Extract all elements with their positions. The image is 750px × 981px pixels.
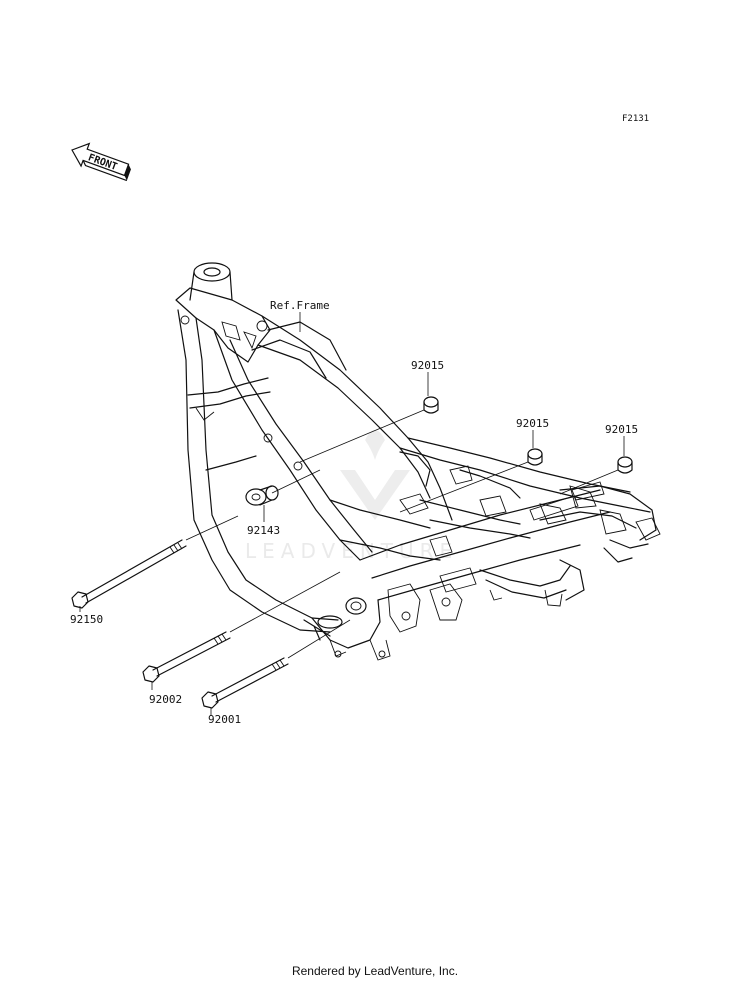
watermark-logo: LEADVENTURE <box>245 430 458 563</box>
callout-92015-mid: 92015 <box>516 417 549 430</box>
watermark-text: LEADVENTURE <box>245 539 458 563</box>
callout-92150: 92150 <box>70 613 103 626</box>
callout-92015-top: 92015 <box>411 359 444 372</box>
callout-92001: 92001 <box>208 713 241 726</box>
collar-92143 <box>245 485 279 506</box>
figure-code: F2131 <box>622 114 649 124</box>
bolt-92001 <box>201 657 289 709</box>
nut-92015-mid <box>527 448 543 466</box>
callout-92002: 92002 <box>149 693 182 706</box>
callout-92015-right: 92015 <box>605 423 638 436</box>
motorcycle-frame <box>175 262 661 661</box>
footer-credit: Rendered by LeadVenture, Inc. <box>291 964 459 978</box>
nut-92015-top <box>423 396 439 414</box>
bolt-92002 <box>142 631 231 683</box>
callout-92143: 92143 <box>247 524 280 537</box>
callout-ref-frame: Ref.Frame <box>270 299 330 312</box>
nut-92015-right <box>617 456 633 474</box>
bolt-92150 <box>71 539 187 609</box>
front-arrow-icon: FRONT <box>71 142 131 182</box>
leader-lines <box>79 312 625 716</box>
